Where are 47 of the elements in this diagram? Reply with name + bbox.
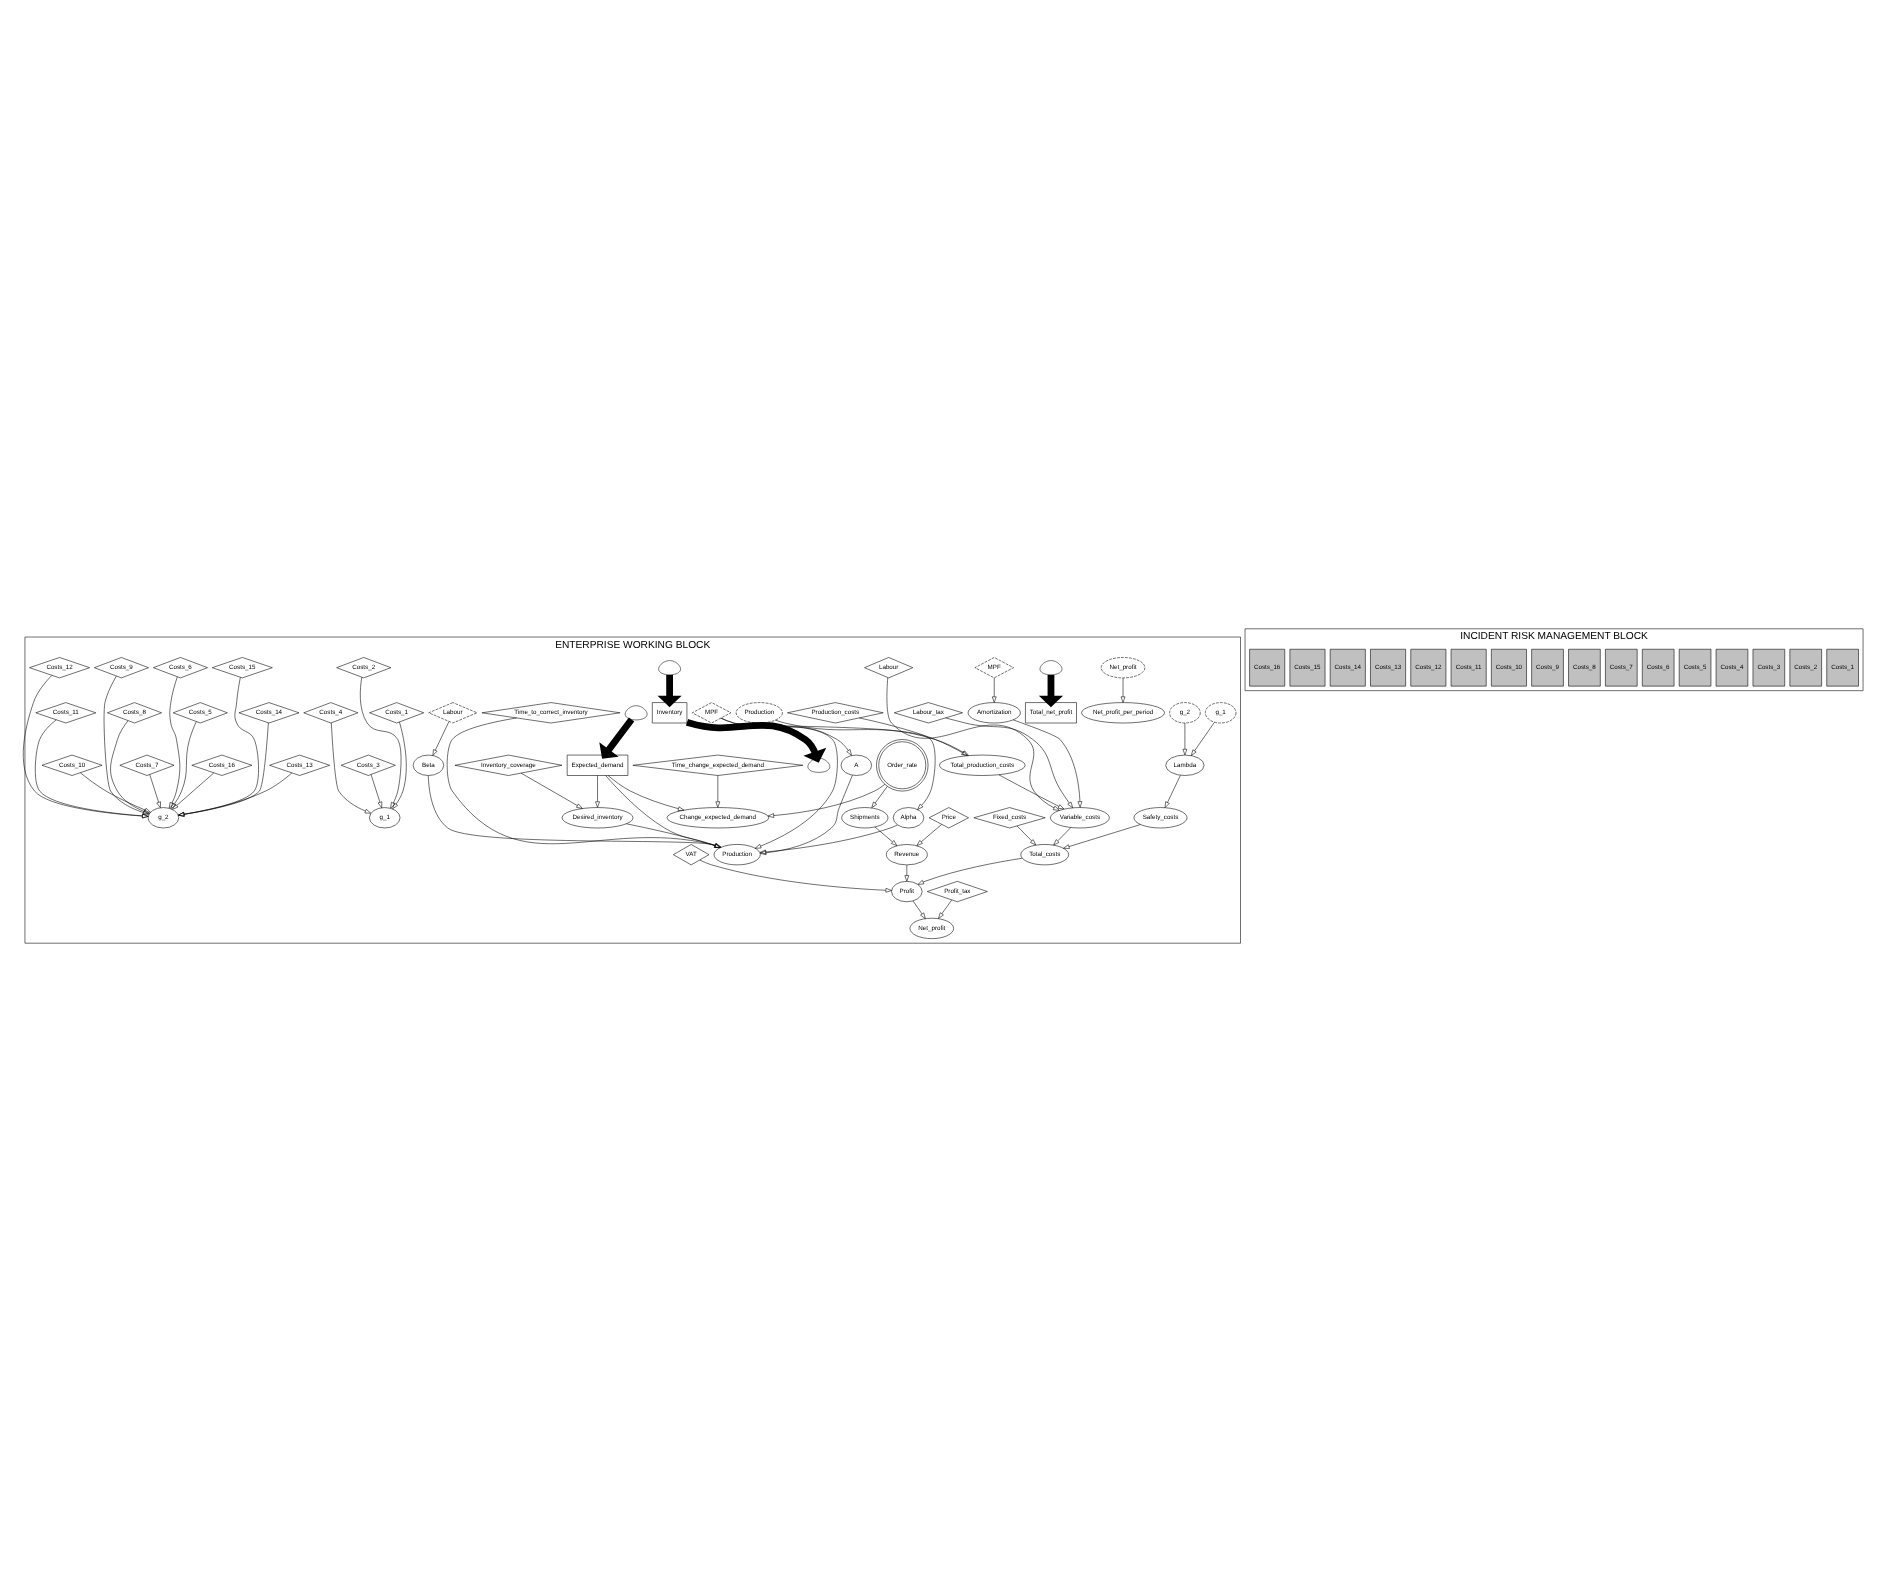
arrow [916, 823, 942, 845]
arrow [991, 676, 997, 702]
arrow [904, 863, 910, 881]
arrow [607, 774, 685, 810]
arrow [938, 898, 952, 918]
arrow [871, 785, 888, 807]
arrow [520, 771, 583, 808]
arrow [392, 720, 407, 809]
arrow [1182, 721, 1188, 755]
arrow [720, 716, 852, 755]
arrow [699, 858, 892, 892]
node-cloud [1039, 659, 1063, 675]
arrow [1053, 826, 1072, 845]
arrow [874, 825, 898, 845]
arrow [1063, 823, 1141, 848]
arrow [331, 721, 372, 813]
arrow [1164, 774, 1181, 807]
arrow [917, 856, 1023, 884]
arrow [1191, 721, 1215, 755]
arrow [605, 774, 721, 847]
arrow [767, 783, 886, 817]
arrow [715, 774, 721, 807]
arrow [446, 716, 722, 847]
arrow [657, 673, 682, 707]
arrow [945, 716, 1073, 807]
node-cloud [807, 756, 831, 772]
arrow [595, 774, 600, 807]
arrow [428, 774, 722, 847]
arrow [599, 716, 635, 758]
arrow [759, 774, 853, 855]
arrow [998, 773, 1065, 809]
arrow [432, 720, 450, 755]
arrow [1038, 673, 1064, 707]
node-cloud [624, 704, 648, 720]
arrow [759, 823, 898, 854]
arrow [359, 675, 402, 808]
arrow [912, 899, 926, 918]
arrow [1016, 824, 1037, 845]
node-cloud [658, 659, 681, 675]
arrow [720, 716, 936, 809]
arrow [626, 822, 721, 847]
arrow [1120, 676, 1126, 702]
arrow [370, 773, 383, 808]
arrow [686, 717, 827, 762]
arrow [886, 676, 1060, 810]
arrow [1012, 718, 1083, 807]
arrow [149, 773, 161, 808]
